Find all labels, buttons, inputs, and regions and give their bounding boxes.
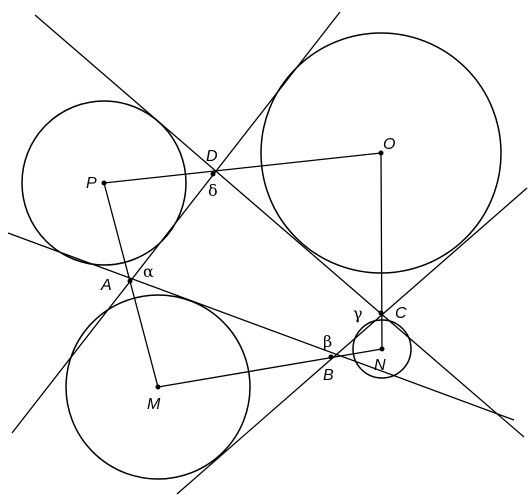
label-B: B — [323, 367, 334, 384]
point-B — [328, 354, 334, 360]
angle-label-alpha: α — [143, 262, 154, 281]
point-O — [378, 150, 384, 156]
tangent-line-DC — [34, 14, 525, 438]
circle-P — [21, 100, 187, 266]
label-C: C — [395, 305, 407, 322]
circle-M — [65, 294, 251, 480]
tangent-line-AD — [11, 11, 341, 434]
point-C — [378, 310, 384, 316]
angle-label-beta: β — [323, 332, 332, 351]
label-P: P — [86, 175, 97, 192]
label-M: M — [147, 396, 161, 413]
segment-MP — [103, 182, 159, 388]
angle-label-gamma: γ — [353, 304, 363, 323]
angle-label-delta: δ — [208, 181, 218, 200]
tangent-line-AB — [7, 232, 515, 421]
label-N: N — [374, 357, 386, 374]
point-D — [210, 171, 216, 177]
point-N — [379, 346, 385, 352]
point-P — [101, 180, 107, 186]
point-A — [127, 278, 133, 284]
tangent-line-BC — [176, 187, 528, 495]
label-O: O — [383, 136, 395, 153]
label-A: A — [100, 277, 112, 294]
label-D: D — [206, 148, 218, 165]
point-M — [155, 384, 161, 390]
segment-ON — [380, 152, 383, 350]
segment-NM — [157, 348, 383, 388]
segment-PO — [103, 152, 382, 184]
